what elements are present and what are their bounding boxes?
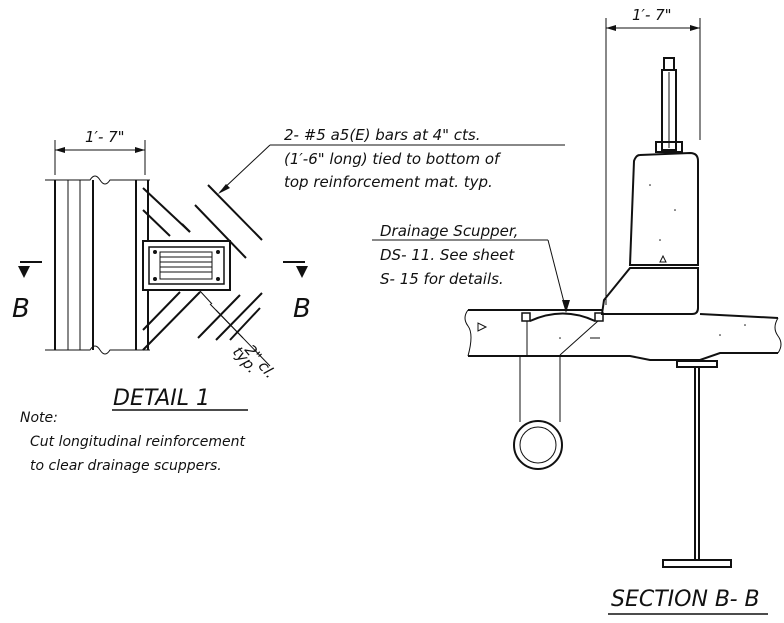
scupper-plan	[142, 240, 231, 291]
scupper-note-line-2: DS- 11. See sheet	[380, 246, 515, 264]
bars-note-line-1: 2- #5 a5(E) bars at 4" cts.	[284, 126, 481, 144]
railing-post	[655, 57, 683, 153]
girder-plan-lines	[45, 175, 150, 355]
section-cut-left	[18, 261, 42, 278]
concrete-barrier	[600, 151, 699, 315]
bars-leader	[218, 144, 565, 194]
section-title: SECTION B- B	[611, 587, 760, 612]
scupper-leader	[372, 239, 570, 313]
detail-dimension-text: 1′- 7"	[85, 128, 125, 146]
note-line-1: Cut longitudinal reinforcement	[30, 434, 245, 450]
clear-dimension	[199, 290, 271, 367]
scupper-note-line-3: S- 15 for details.	[380, 270, 504, 288]
section-b-b: 1′- 7"	[372, 6, 782, 615]
section-dimension-text: 1′- 7"	[632, 6, 672, 24]
section-dimension-line	[605, 18, 701, 305]
note-body: Cut longitudinal reinforcement to clear …	[30, 434, 249, 474]
bars-note: 2- #5 a5(E) bars at 4" cts. (1′-6" long)…	[284, 126, 504, 191]
scupper-section	[521, 312, 604, 356]
deck-slab	[464, 309, 782, 361]
section-mark-left: B	[12, 294, 30, 324]
section-cut-right	[283, 261, 308, 278]
drain-pipe	[513, 355, 563, 470]
bars-note-line-2: (1′-6" long) tied to bottom of	[284, 150, 502, 168]
diagonal-reinforcement-bars	[142, 184, 263, 351]
scupper-note: Drainage Scupper, DS- 11. See sheet S- 1…	[380, 222, 523, 288]
detail-dimension-line	[54, 140, 146, 175]
scupper-note-line-1: Drainage Scupper,	[380, 222, 518, 240]
note-heading: Note:	[20, 410, 58, 426]
section-mark-right: B	[293, 294, 311, 324]
note-line-2: to clear drainage scuppers.	[30, 458, 222, 474]
bars-note-line-3: top reinforcement mat. typ.	[284, 173, 493, 191]
detail-1-plan: 1′- 7"	[12, 126, 565, 474]
detail-title: DETAIL 1	[113, 386, 210, 411]
girder-section	[662, 360, 732, 568]
